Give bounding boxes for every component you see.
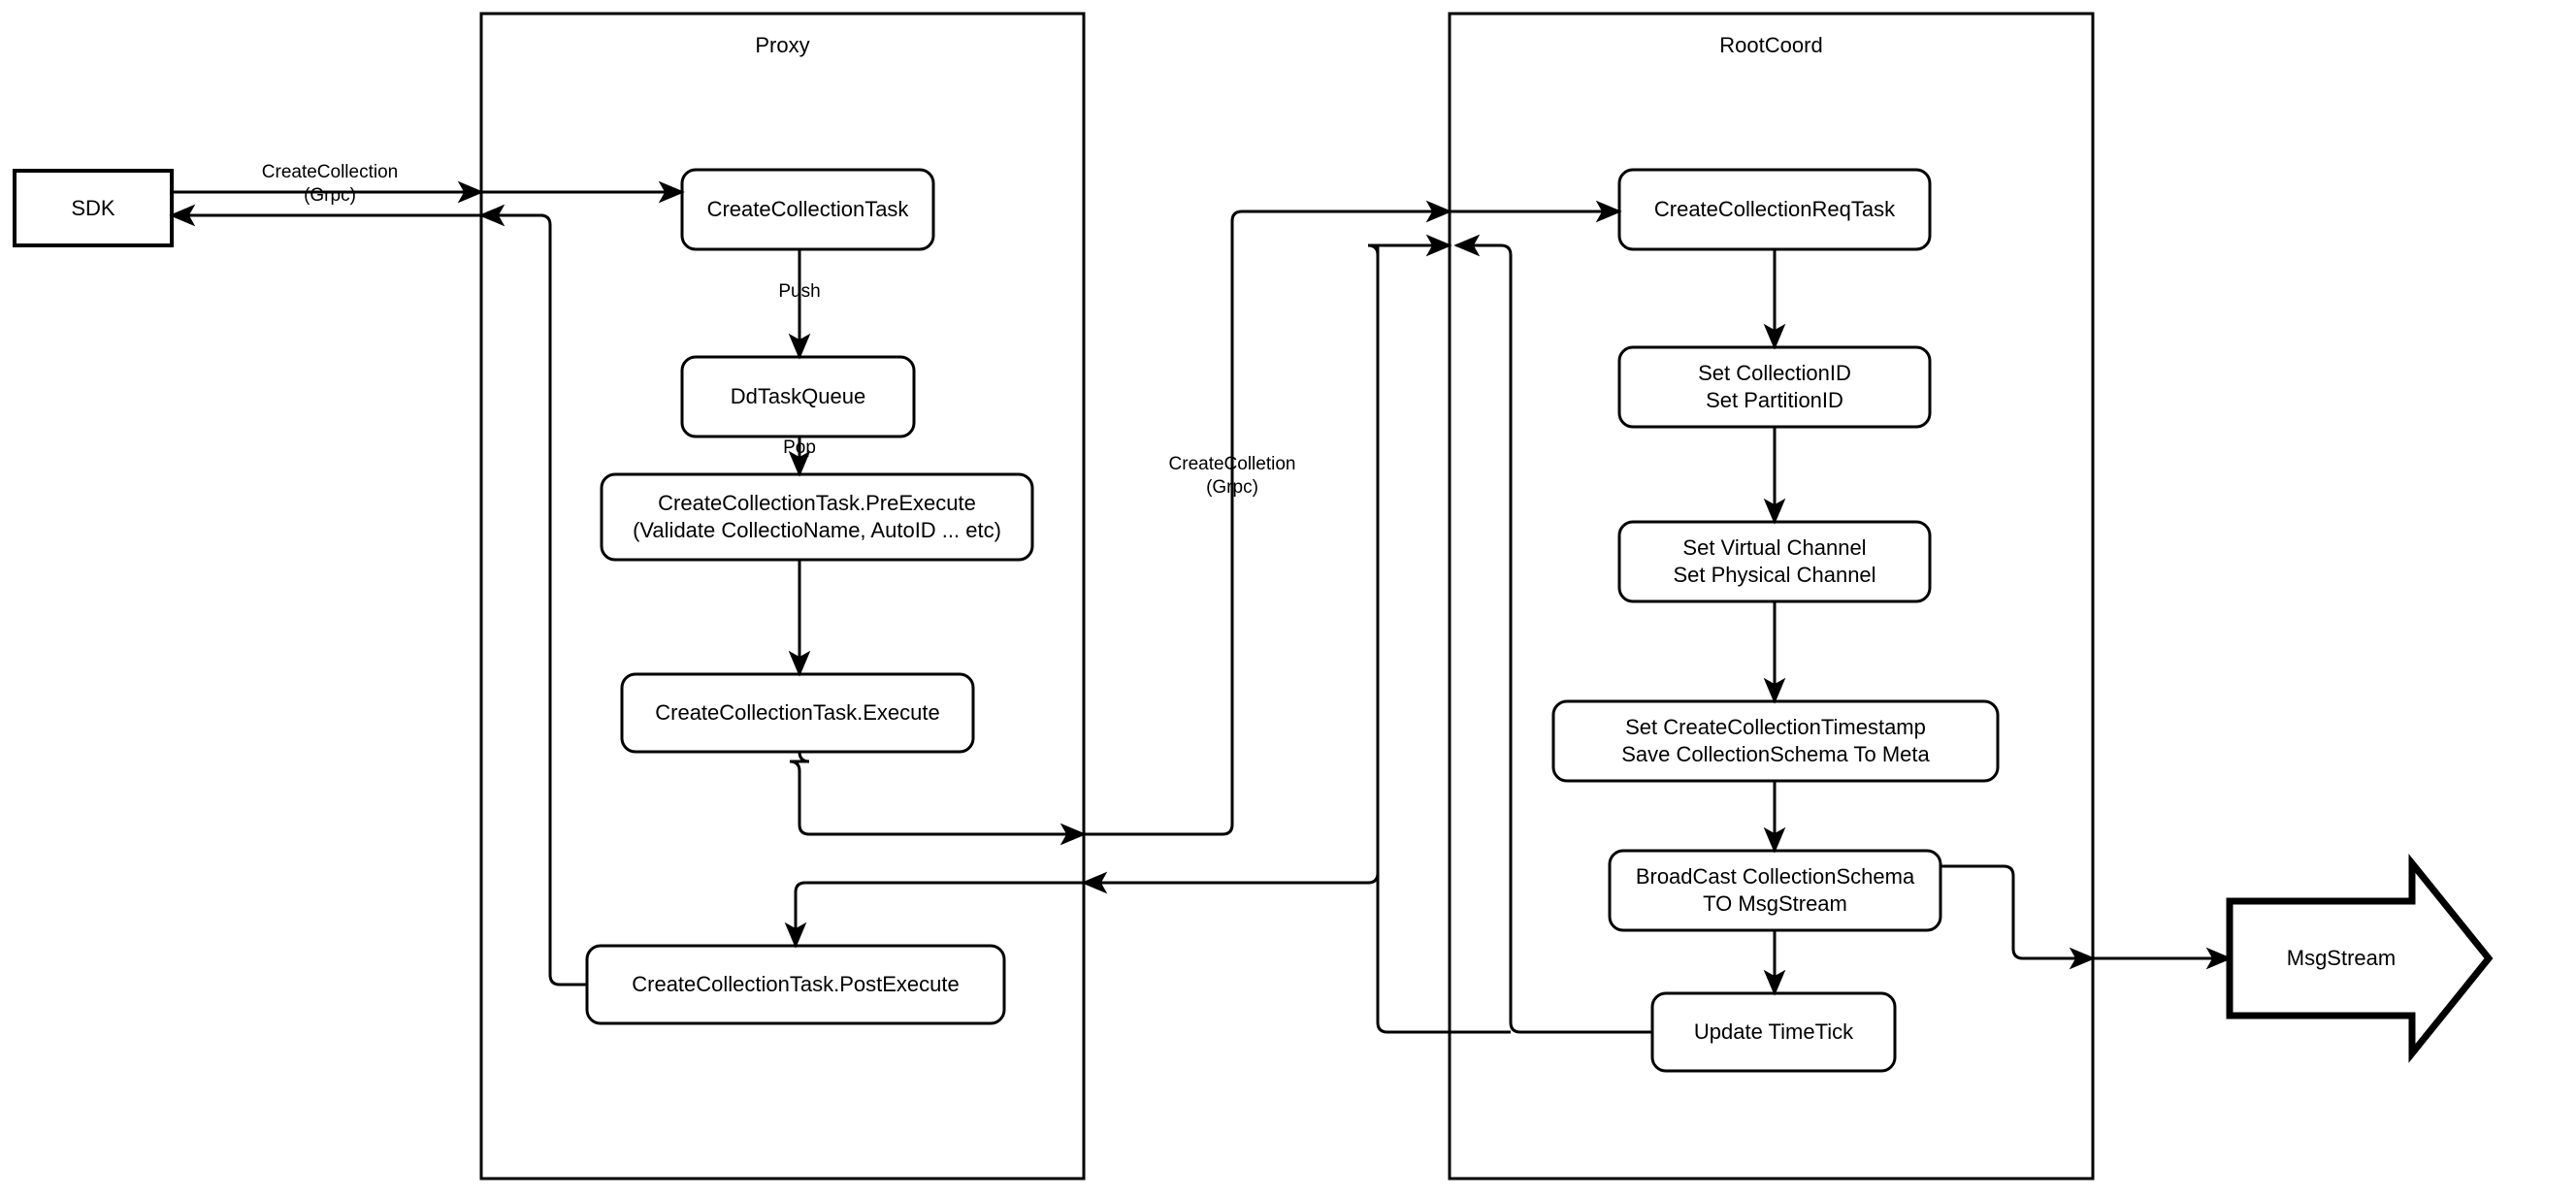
edge-broadcast-to-msgstream bbox=[1940, 864, 2233, 970]
edge-response-path-down-into-proxy bbox=[784, 245, 1380, 949]
edge-label-pop: Pop bbox=[783, 437, 816, 458]
node-shape-set-channels bbox=[1617, 520, 1932, 603]
edge-update-timetick-to-response bbox=[1453, 234, 1652, 1034]
edge-execute-to-rootcoord bbox=[789, 200, 1452, 836]
edge-rootcoord-response-to-post-execute bbox=[1367, 234, 1511, 1034]
node-shape-create-collection-task bbox=[680, 168, 935, 251]
node-shape-msgstream bbox=[2226, 854, 2494, 1063]
node-shape-set-timestamp bbox=[1551, 699, 2000, 783]
node-shape-dd-task-queue bbox=[680, 355, 916, 438]
node-shape-pre-execute bbox=[600, 472, 1034, 562]
node-shape-sdk bbox=[13, 169, 174, 247]
node-shape-post-execute bbox=[585, 944, 1006, 1025]
edge-label-push: Push bbox=[778, 281, 821, 302]
node-shape-broadcast bbox=[1608, 849, 1942, 932]
group-container-rootcoord bbox=[1448, 12, 2095, 1181]
edge-label-create-colletion-grpc: CreateColletion (Grpc) bbox=[1168, 454, 1296, 498]
edge-label-create-collection-grpc: CreateCollection (Grpc) bbox=[261, 162, 399, 206]
node-shape-req-task bbox=[1617, 168, 1932, 251]
edge-post-execute-to-sdk bbox=[169, 204, 587, 987]
group-container-proxy bbox=[479, 12, 1086, 1181]
node-shape-update-timetick bbox=[1650, 991, 1897, 1073]
group-title-proxy: Proxy bbox=[755, 33, 810, 57]
group-title-rootcoord: RootCoord bbox=[1719, 33, 1823, 57]
node-shape-set-ids bbox=[1617, 345, 1932, 429]
node-shape-execute bbox=[620, 672, 975, 754]
